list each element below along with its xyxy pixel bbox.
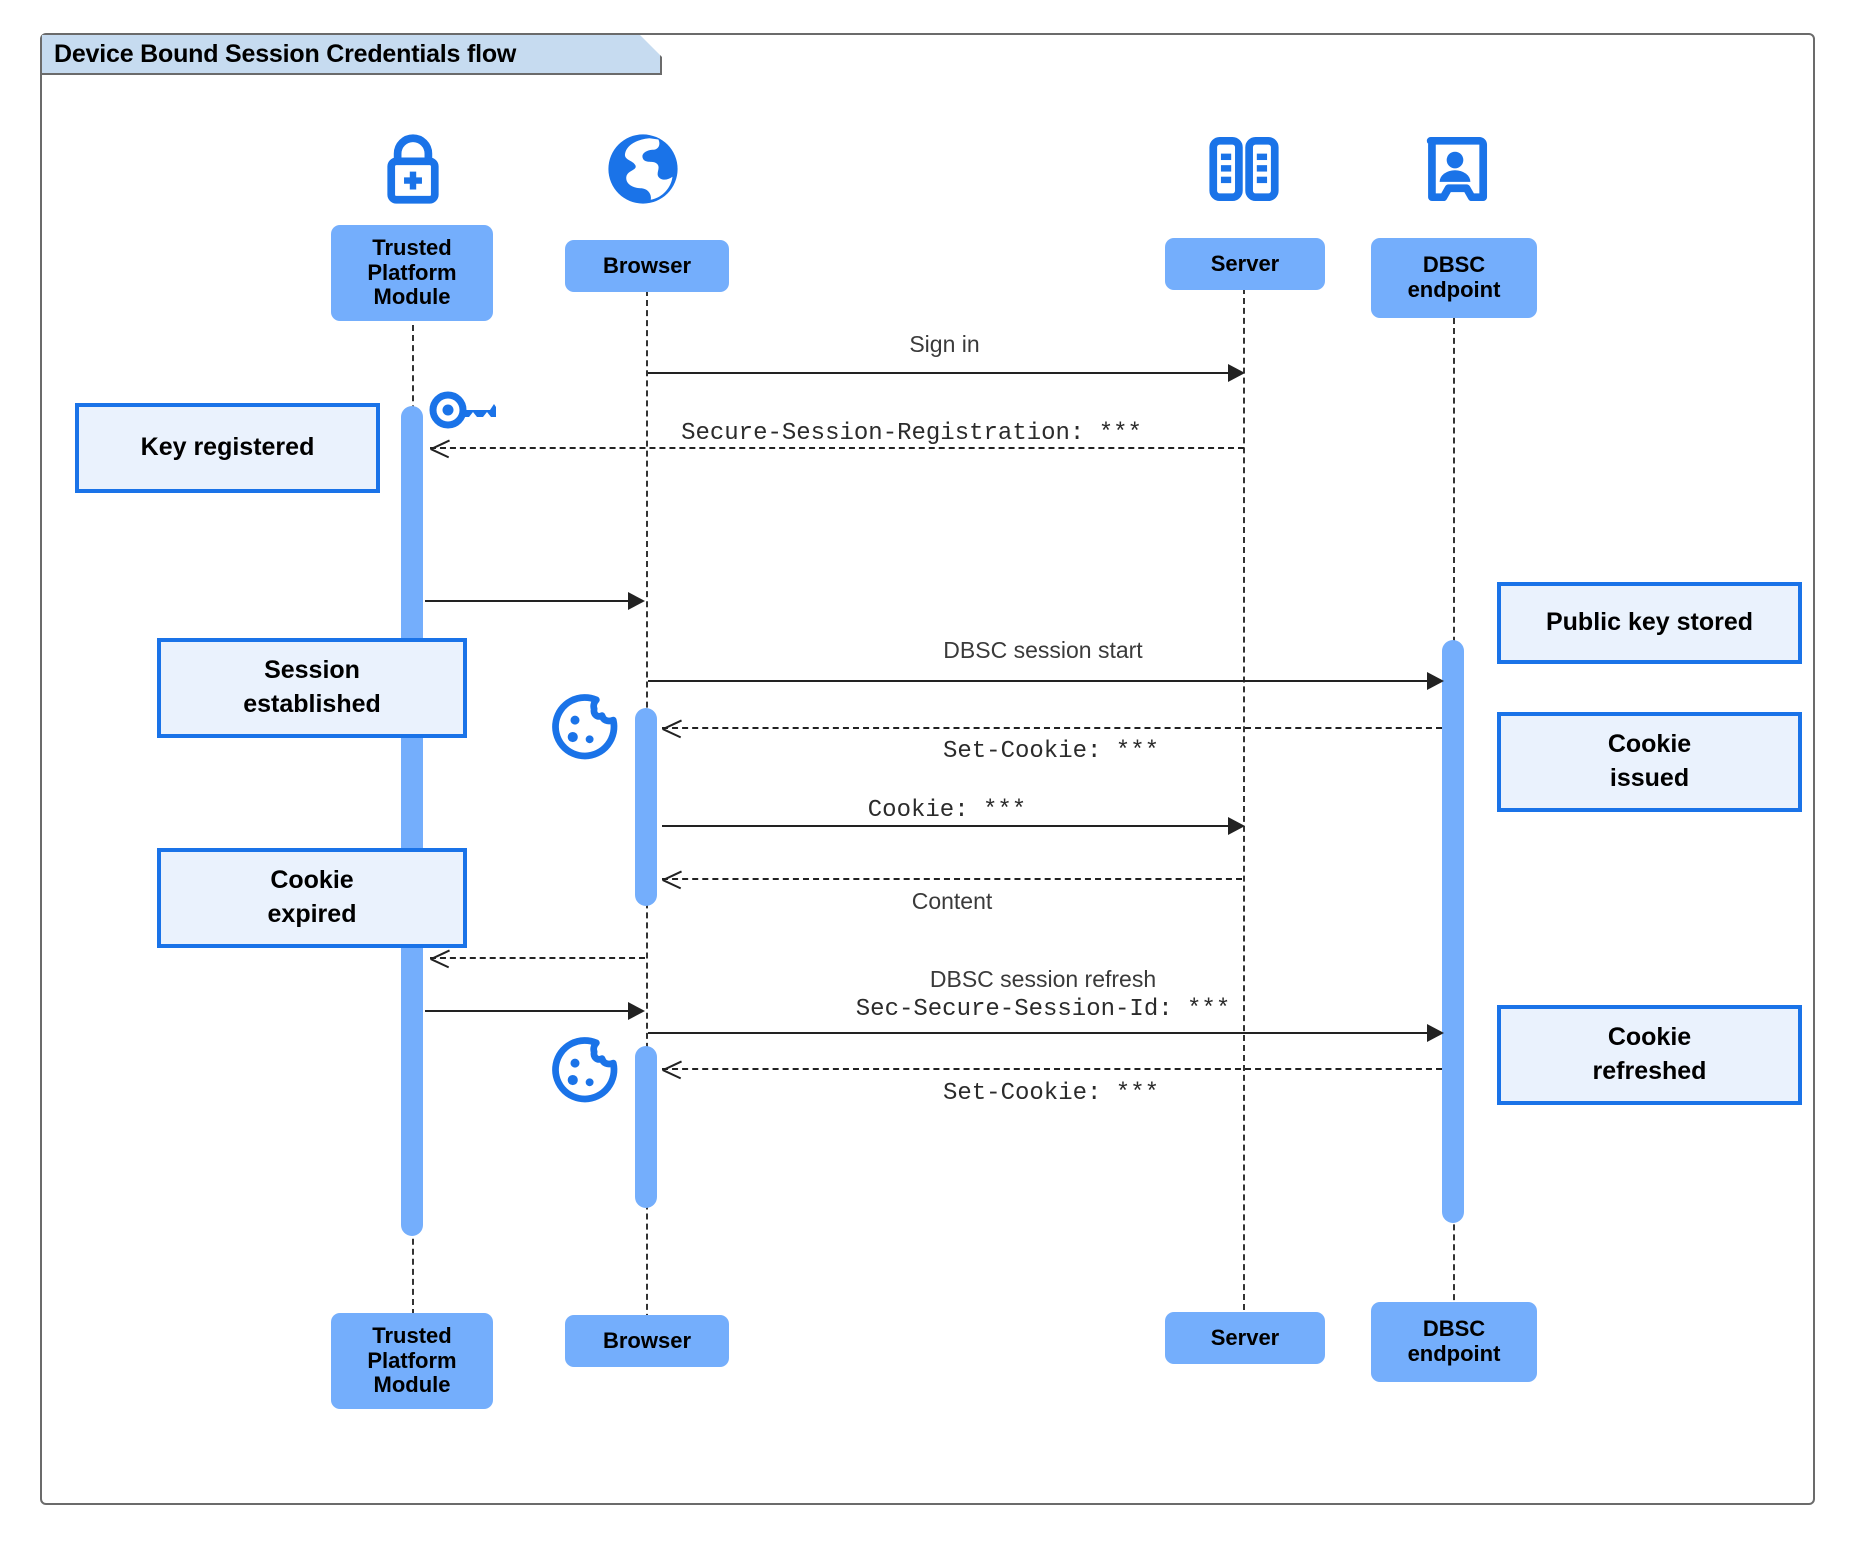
message-label-m9: DBSC session refresh	[929, 966, 1157, 992]
participant-tpm-top[interactable]: Trusted Platform Module	[331, 225, 493, 321]
cookie-icon	[548, 1035, 620, 1112]
note-text: Session established	[243, 656, 381, 718]
server-rack-icon	[1203, 128, 1285, 215]
globe-icon	[602, 128, 684, 215]
participant-browser-bottom[interactable]: Browser	[565, 1315, 729, 1367]
participant-dbsc-bottom[interactable]: DBSC endpoint	[1371, 1302, 1537, 1382]
message-line-m9	[425, 1010, 643, 1012]
message-label-m6: Cookie: ***	[867, 797, 1027, 824]
message-arrow-m9	[628, 1002, 645, 1020]
diagram-title-text: Device Bound Session Credentials flow	[54, 39, 517, 68]
note-text: Key registered	[140, 433, 315, 462]
participant-label: Browser	[602, 252, 692, 278]
note-key-registered: Key registered	[75, 403, 380, 493]
message-label-m2: Secure-Session-Registration: ***	[681, 420, 1142, 447]
participant-label: DBSC endpoint	[1407, 252, 1501, 302]
message-arrow-m3	[628, 592, 645, 610]
note-text: Cookie refreshed	[1592, 1023, 1707, 1085]
note-cookie-expired: Cookie expired	[157, 848, 467, 948]
activation-browser-1	[635, 708, 657, 906]
lock-plus-icon	[372, 128, 454, 215]
cookie-icon	[548, 692, 620, 769]
participant-label: Trusted Platform Module	[367, 1323, 457, 1398]
key-icon	[428, 384, 498, 441]
participant-label: Browser	[602, 1327, 692, 1353]
participant-label: Server	[1210, 1324, 1280, 1350]
note-text: Cookie expired	[267, 866, 357, 928]
participant-label: Server	[1210, 250, 1280, 276]
note-session-established: Session established	[157, 638, 467, 738]
message-line-m11	[662, 1068, 1442, 1070]
message-arrow-m6	[1228, 817, 1245, 835]
activation-dbsc	[1442, 640, 1464, 1223]
note-cookie-issued: Cookie issued	[1497, 712, 1802, 812]
message-line-m7	[662, 878, 1242, 880]
note-cookie-refreshed: Cookie refreshed	[1497, 1005, 1802, 1105]
activation-tpm	[401, 406, 423, 1236]
message-label-m11: Set-Cookie: ***	[942, 1080, 1160, 1107]
message-line-m1	[648, 372, 1231, 374]
message-arrow-m10	[1427, 1024, 1444, 1042]
message-label-m5: Set-Cookie: ***	[942, 738, 1160, 765]
lifeline-server	[1243, 288, 1245, 1310]
diagram-title: Device Bound Session Credentials flow	[42, 35, 662, 75]
message-line-m2	[430, 447, 1244, 449]
message-line-m6	[662, 825, 1232, 827]
message-label-m1: Sign in	[909, 331, 980, 357]
note-public-key-stored: Public key stored	[1497, 582, 1802, 664]
message-line-m4	[648, 680, 1440, 682]
message-line-m5	[662, 727, 1442, 729]
participant-label: DBSC endpoint	[1407, 1316, 1501, 1366]
message-label-m10: Sec-Secure-Session-Id: ***	[855, 996, 1231, 1023]
message-line-m3	[425, 600, 643, 602]
message-arrow-m4	[1427, 672, 1444, 690]
participant-server-top[interactable]: Server	[1165, 238, 1325, 290]
activation-browser-2	[635, 1046, 657, 1208]
participant-browser-top[interactable]: Browser	[565, 240, 729, 292]
note-text: Cookie issued	[1607, 730, 1692, 792]
participant-dbsc-top[interactable]: DBSC endpoint	[1371, 238, 1537, 318]
message-label-m7: Content	[911, 888, 993, 914]
id-badge-icon	[1414, 128, 1496, 215]
participant-tpm-bottom[interactable]: Trusted Platform Module	[331, 1313, 493, 1409]
participant-server-bottom[interactable]: Server	[1165, 1312, 1325, 1364]
participant-label: Trusted Platform Module	[367, 235, 457, 310]
message-label-m4: DBSC session start	[943, 637, 1143, 663]
message-line-m10	[648, 1032, 1440, 1034]
message-arrow-m1	[1228, 364, 1245, 382]
message-line-m8	[430, 957, 645, 959]
note-text: Public key stored	[1545, 608, 1754, 637]
